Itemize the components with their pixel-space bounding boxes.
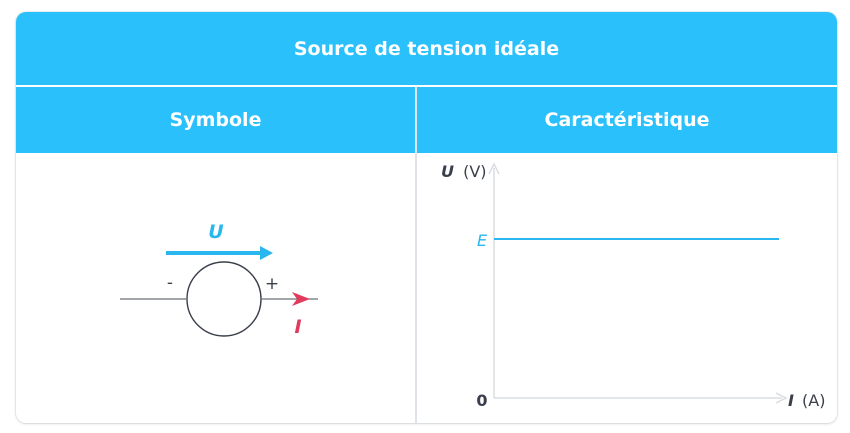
source-circle: [186, 261, 262, 337]
column-header-characteristic: Caractéristique: [544, 109, 710, 131]
voltage-source-symbol: [120, 261, 318, 337]
y-axis-label: U (V): [441, 162, 487, 181]
current-arrow-head: [292, 292, 310, 306]
voltage-arrow: [166, 246, 273, 260]
table-title: Source de tension idéale: [293, 37, 560, 60]
x-axis-arrow: [775, 392, 788, 404]
plus-label: +: [265, 274, 279, 294]
y-axis-arrow: [488, 162, 500, 175]
x-axis-unit: (A): [802, 391, 825, 410]
voltage-arrow-head: [260, 246, 273, 260]
title-bar: Source de tension idéale: [16, 12, 837, 85]
y-axis-unit: (V): [463, 162, 486, 181]
characteristic-graph: [488, 162, 788, 404]
header-row: Symbole Caractéristique: [16, 87, 837, 153]
current-label: I: [294, 316, 301, 338]
x-axis-label: I (A): [788, 391, 825, 410]
column-header-symbol: Symbole: [169, 109, 262, 131]
minus-label: -: [167, 273, 173, 293]
y-axis-symbol: U: [441, 162, 454, 181]
origin-label: 0: [476, 391, 487, 410]
voltage-label: U: [208, 221, 224, 243]
column-divider: [415, 87, 417, 423]
x-axis-symbol: I: [788, 391, 794, 410]
table-card: Source de tension idéale Symbole Caracté…: [16, 12, 837, 423]
level-label: E: [477, 231, 488, 250]
